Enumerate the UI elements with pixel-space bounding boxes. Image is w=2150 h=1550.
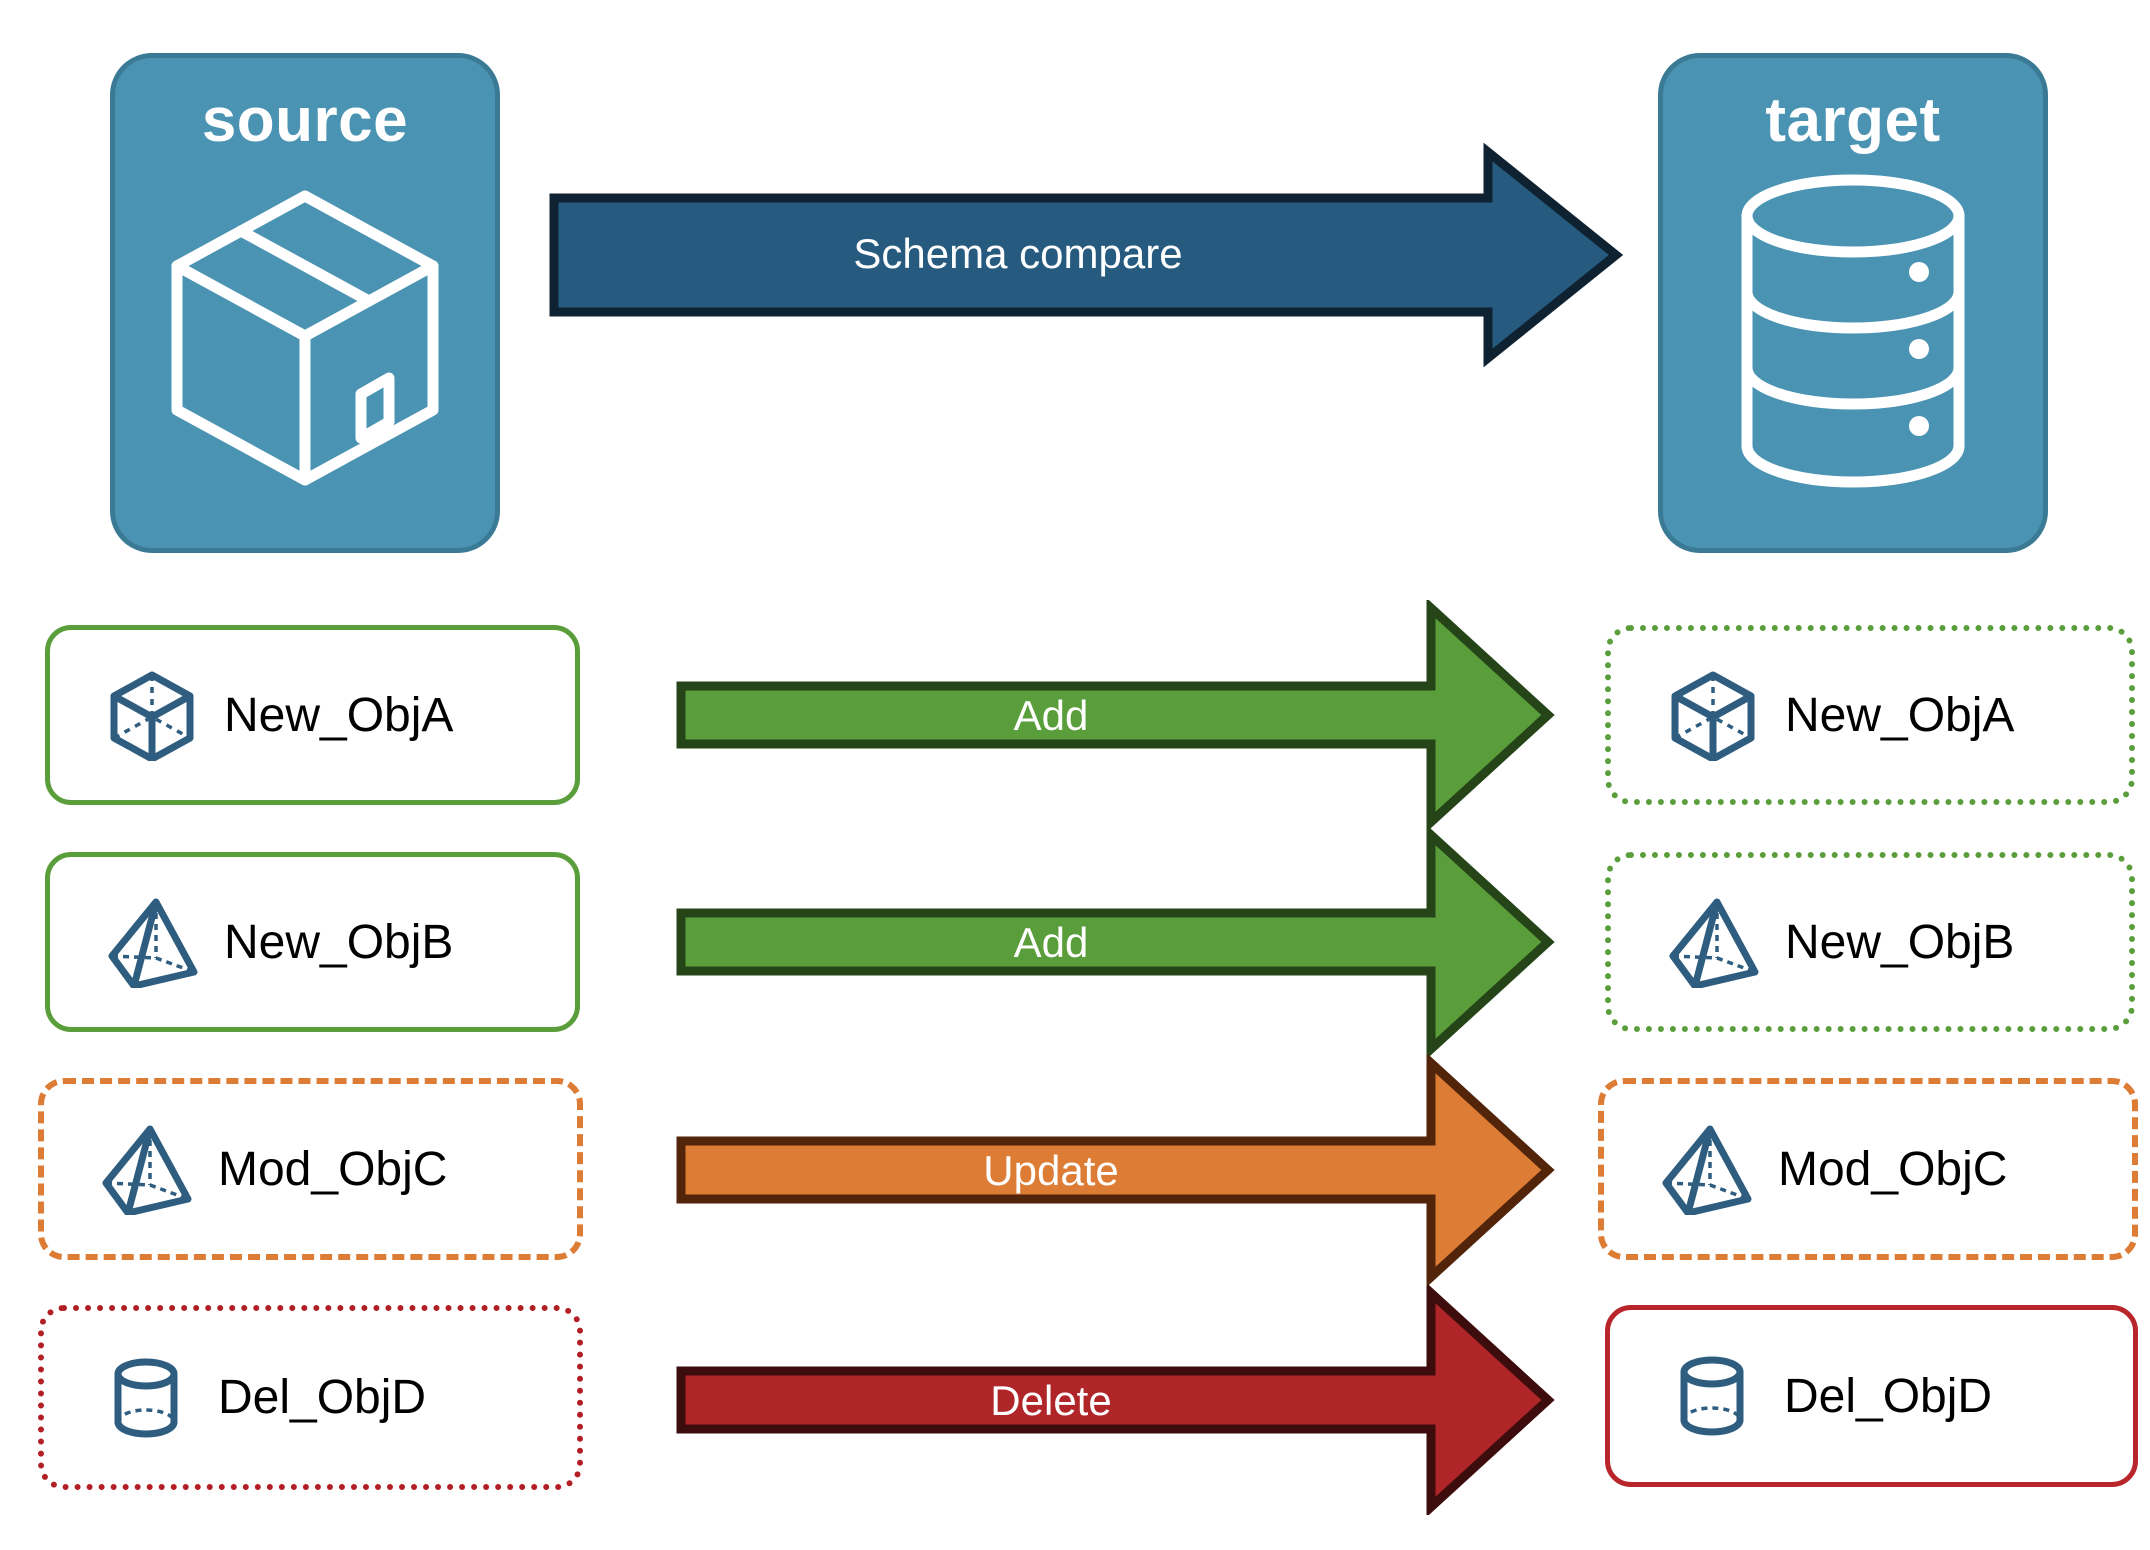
source-object-label: New_ObjB	[224, 915, 454, 969]
update-action-arrow[interactable]: Update	[676, 1052, 1556, 1288]
source-object-label: Del_ObjD	[218, 1371, 427, 1424]
target-object-label: New_ObjA	[1785, 688, 2015, 742]
wireframe-pyramid-icon	[1660, 1123, 1752, 1215]
source-object-label: New_ObjA	[224, 688, 454, 742]
target-object-pill[interactable]: New_ObjA	[1605, 625, 2135, 805]
source-object-label: Mod_ObjC	[218, 1142, 448, 1196]
target-object-pill[interactable]: Mod_ObjC	[1598, 1078, 2138, 1260]
target-object-pill[interactable]: New_ObjB	[1605, 852, 2135, 1032]
target-object-label: Mod_ObjC	[1778, 1142, 2008, 1196]
target-object-pill[interactable]: Del_ObjD	[1605, 1305, 2138, 1487]
source-object-pill[interactable]: New_ObjA	[45, 625, 580, 805]
delete-action-label: Delete	[990, 1377, 1112, 1424]
wireframe-pyramid-icon	[106, 896, 198, 988]
target-endpoint-card[interactable]: target	[1658, 53, 2048, 553]
wireframe-cube-icon	[106, 669, 198, 761]
target-object-label: New_ObjB	[1785, 915, 2015, 969]
schema-compare-label: Schema compare	[853, 230, 1183, 277]
delete-action-arrow[interactable]: Delete	[676, 1282, 1556, 1518]
add-action-arrow[interactable]: Add	[676, 597, 1556, 833]
wireframe-pyramid-icon	[1667, 896, 1759, 988]
add-action-label: Add	[1013, 692, 1089, 739]
database-cylinder-icon	[1723, 168, 1983, 503]
update-action-label: Update	[983, 1147, 1119, 1194]
schema-compare-arrow[interactable]: Schema compare	[548, 140, 1624, 370]
add-action-label: Add	[1013, 919, 1089, 966]
package-box-icon	[155, 168, 455, 503]
source-endpoint-card[interactable]: source	[110, 53, 500, 553]
wireframe-cube-icon	[1667, 669, 1759, 761]
wireframe-cylinder-icon	[100, 1352, 192, 1444]
wireframe-pyramid-icon	[100, 1123, 192, 1215]
target-title: target	[1765, 86, 1941, 155]
source-object-pill[interactable]: Del_ObjD	[38, 1305, 583, 1490]
add-action-arrow[interactable]: Add	[676, 824, 1556, 1060]
source-object-pill[interactable]: Mod_ObjC	[38, 1078, 583, 1260]
wireframe-cylinder-icon	[1666, 1350, 1758, 1442]
source-object-pill[interactable]: New_ObjB	[45, 852, 580, 1032]
source-title: source	[201, 86, 409, 155]
target-object-label: Del_ObjD	[1784, 1369, 1993, 1423]
